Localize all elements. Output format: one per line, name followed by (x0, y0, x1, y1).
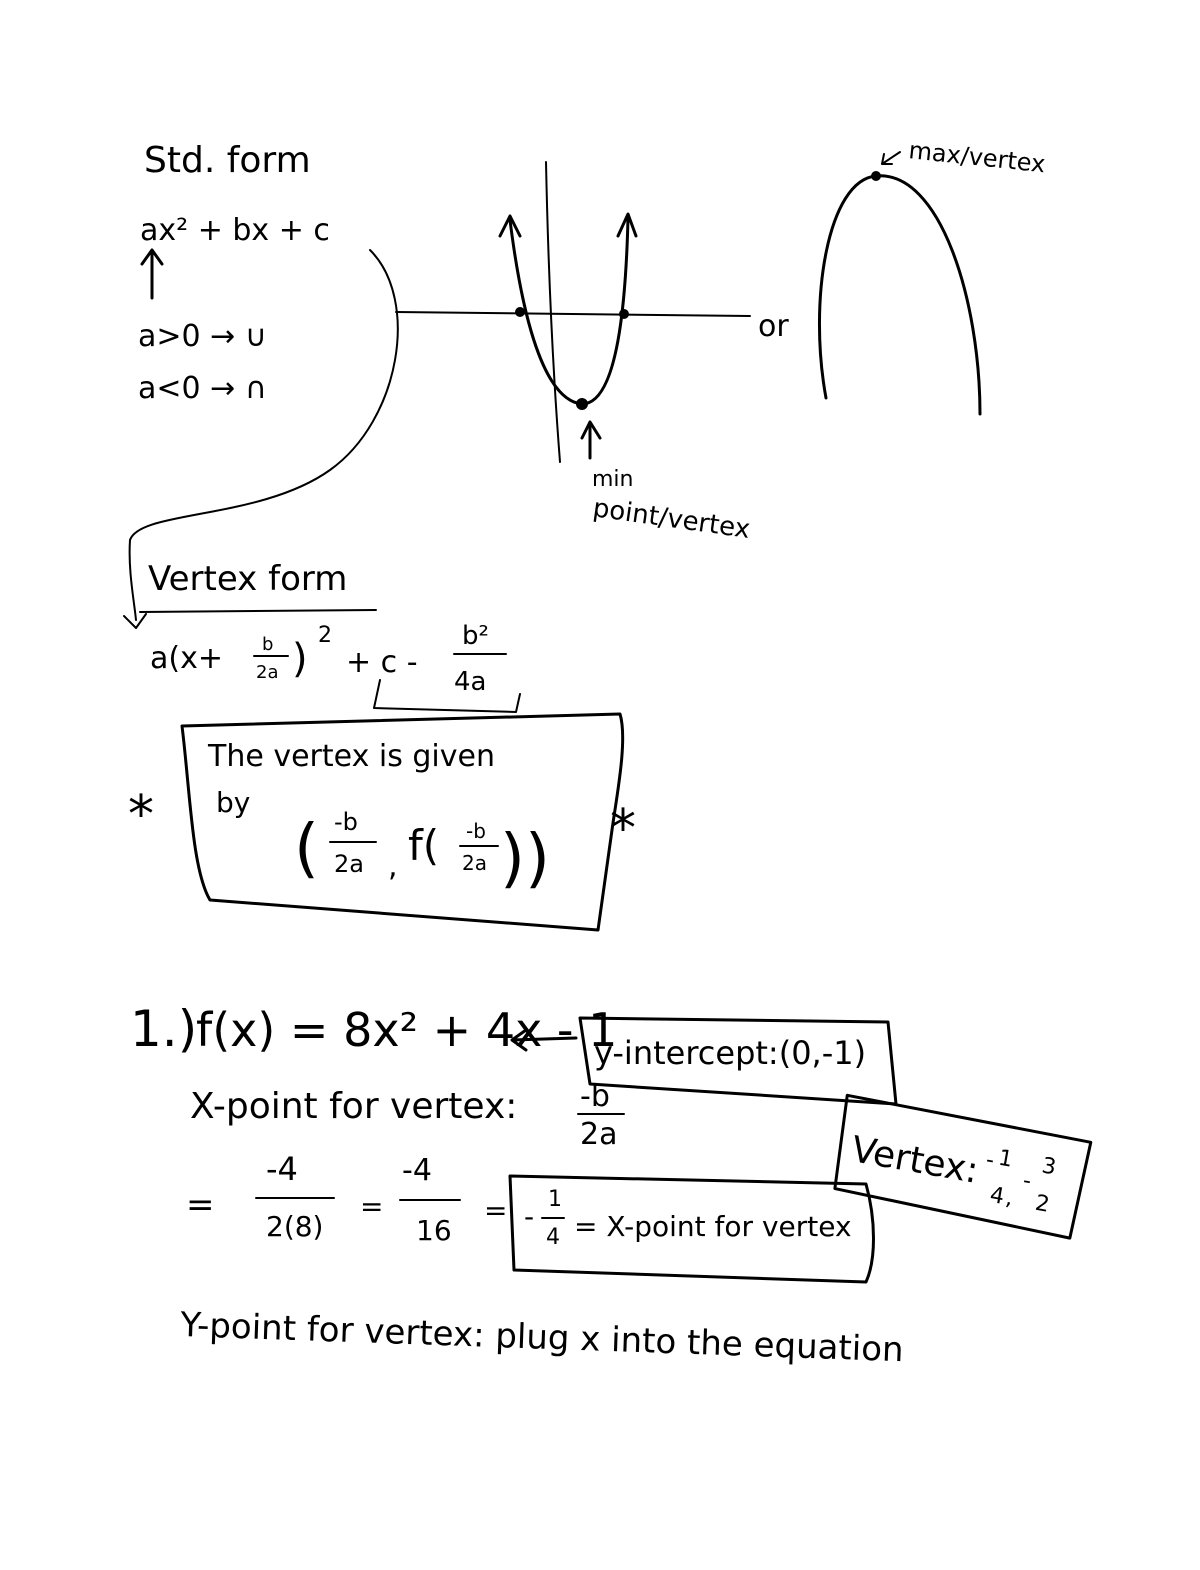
vertex-form-b-squared: b² (462, 621, 489, 651)
problem-equation: f(x) = 8x² + 4x - 1 (196, 1003, 617, 1057)
vertex-result-label: Vertex: (848, 1129, 981, 1192)
calc-num-2: -4 (402, 1153, 432, 1188)
vertex-result-box (833, 1093, 1093, 1240)
vertex-box-line2: by (216, 786, 250, 819)
vertex-form-close-paren: ) (292, 636, 308, 682)
vertex-result-y-den: 2 (1033, 1191, 1051, 1218)
graph-x-axis (395, 311, 751, 317)
vertex-form-exponent: 2 (318, 623, 332, 648)
left-arrow-head-icon (498, 214, 522, 238)
upward-parabola (508, 216, 630, 406)
min-point-vertex-label: point/vertex (591, 493, 752, 545)
vertex-box-comma: , (388, 849, 398, 884)
calc-num-1: -4 (266, 1150, 298, 1188)
vertex-box-line1: The vertex is given (207, 739, 495, 774)
min-arrow-icon (580, 420, 602, 460)
or-label: or (758, 309, 789, 344)
x-point-result-text: = X-point for vertex (574, 1210, 852, 1243)
vertex-rule-box (180, 712, 625, 932)
x-point-result-num: 1 (548, 1187, 562, 1212)
vertex-result-comma: , (1004, 1186, 1015, 1212)
graph-y-axis (545, 161, 561, 463)
min-label: min (592, 467, 634, 492)
calc-den-2: 16 (416, 1214, 452, 1247)
x-point-result-minus: - (524, 1200, 534, 1233)
connector-arrow-icon (123, 613, 147, 629)
std-form-title: Std. form (144, 140, 311, 181)
intercept-arrow-icon (510, 1028, 578, 1052)
y-intercept-text: y-intercept:(0,-1) (594, 1034, 866, 1072)
vertex-result-minus-1: - (984, 1148, 996, 1174)
max-vertex-label: max/vertex (907, 136, 1046, 178)
vertex-result-x-den: 4 (988, 1183, 1006, 1210)
y-point-instruction: Y-point for vertex: plug x into the equa… (179, 1305, 905, 1370)
vertex-box-inner-den: 2a (462, 851, 487, 875)
calc-eq-2: = (360, 1190, 383, 1223)
x-intercept-left (515, 307, 525, 317)
star-right-icon: * (610, 799, 636, 859)
vertex-box-close-parens: )) (500, 822, 550, 896)
vertex-form-bracket (373, 679, 521, 713)
vertex-form-plus-c: + c - (346, 645, 418, 680)
min-vertex-point (576, 398, 588, 410)
x-point-frac-num: -b (580, 1079, 610, 1114)
vertex-box-inner-num: -b (466, 819, 486, 843)
a-positive-rule: a>0 → ∪ (138, 319, 267, 354)
right-arrow-head-icon (616, 212, 638, 238)
vertex-form-frac-num: b (262, 634, 273, 655)
x-point-label: X-point for vertex: (190, 1086, 517, 1127)
star-left-icon: * (128, 785, 154, 845)
vertex-form-a: a(x+ (150, 641, 223, 676)
downward-parabola (817, 174, 982, 416)
vertex-form-frac-den: 2a (256, 662, 278, 683)
vertex-box-open-paren: ( (294, 812, 319, 886)
x-point-frac-den: 2a (580, 1117, 617, 1152)
connector-curve (128, 249, 399, 621)
calc-den-1: 2(8) (266, 1210, 323, 1243)
vertex-form-underline (139, 609, 377, 613)
vertex-box-coord-den: 2a (334, 850, 364, 878)
calc-eq-1: = (186, 1185, 215, 1225)
a-negative-rule: a<0 → ∩ (138, 371, 267, 406)
vertex-box-coord-num: -b (334, 808, 358, 836)
x-point-result-box (508, 1174, 875, 1284)
problem-label: 1.) (130, 1000, 197, 1058)
vertex-result-x-num: 1 (996, 1146, 1014, 1173)
max-vertex-point (871, 171, 881, 181)
std-form-expression: ax² + bx + c (140, 213, 330, 248)
vertex-box-f: f( (408, 821, 439, 870)
vertex-result-minus-2: - (1021, 1168, 1033, 1194)
x-intercept-right (619, 309, 629, 319)
calc-eq-3: = (484, 1194, 507, 1227)
vertex-form-title: Vertex form (148, 559, 347, 599)
vertex-result-y-num: 3 (1040, 1153, 1058, 1180)
vertex-form-4a: 4a (454, 667, 486, 697)
vertex-result-group: Vertex: - 1 4 , - 3 2 (833, 1093, 1093, 1240)
x-point-result-den: 4 (546, 1225, 560, 1250)
up-arrow-icon (140, 248, 164, 300)
max-arrow-icon (881, 151, 901, 165)
